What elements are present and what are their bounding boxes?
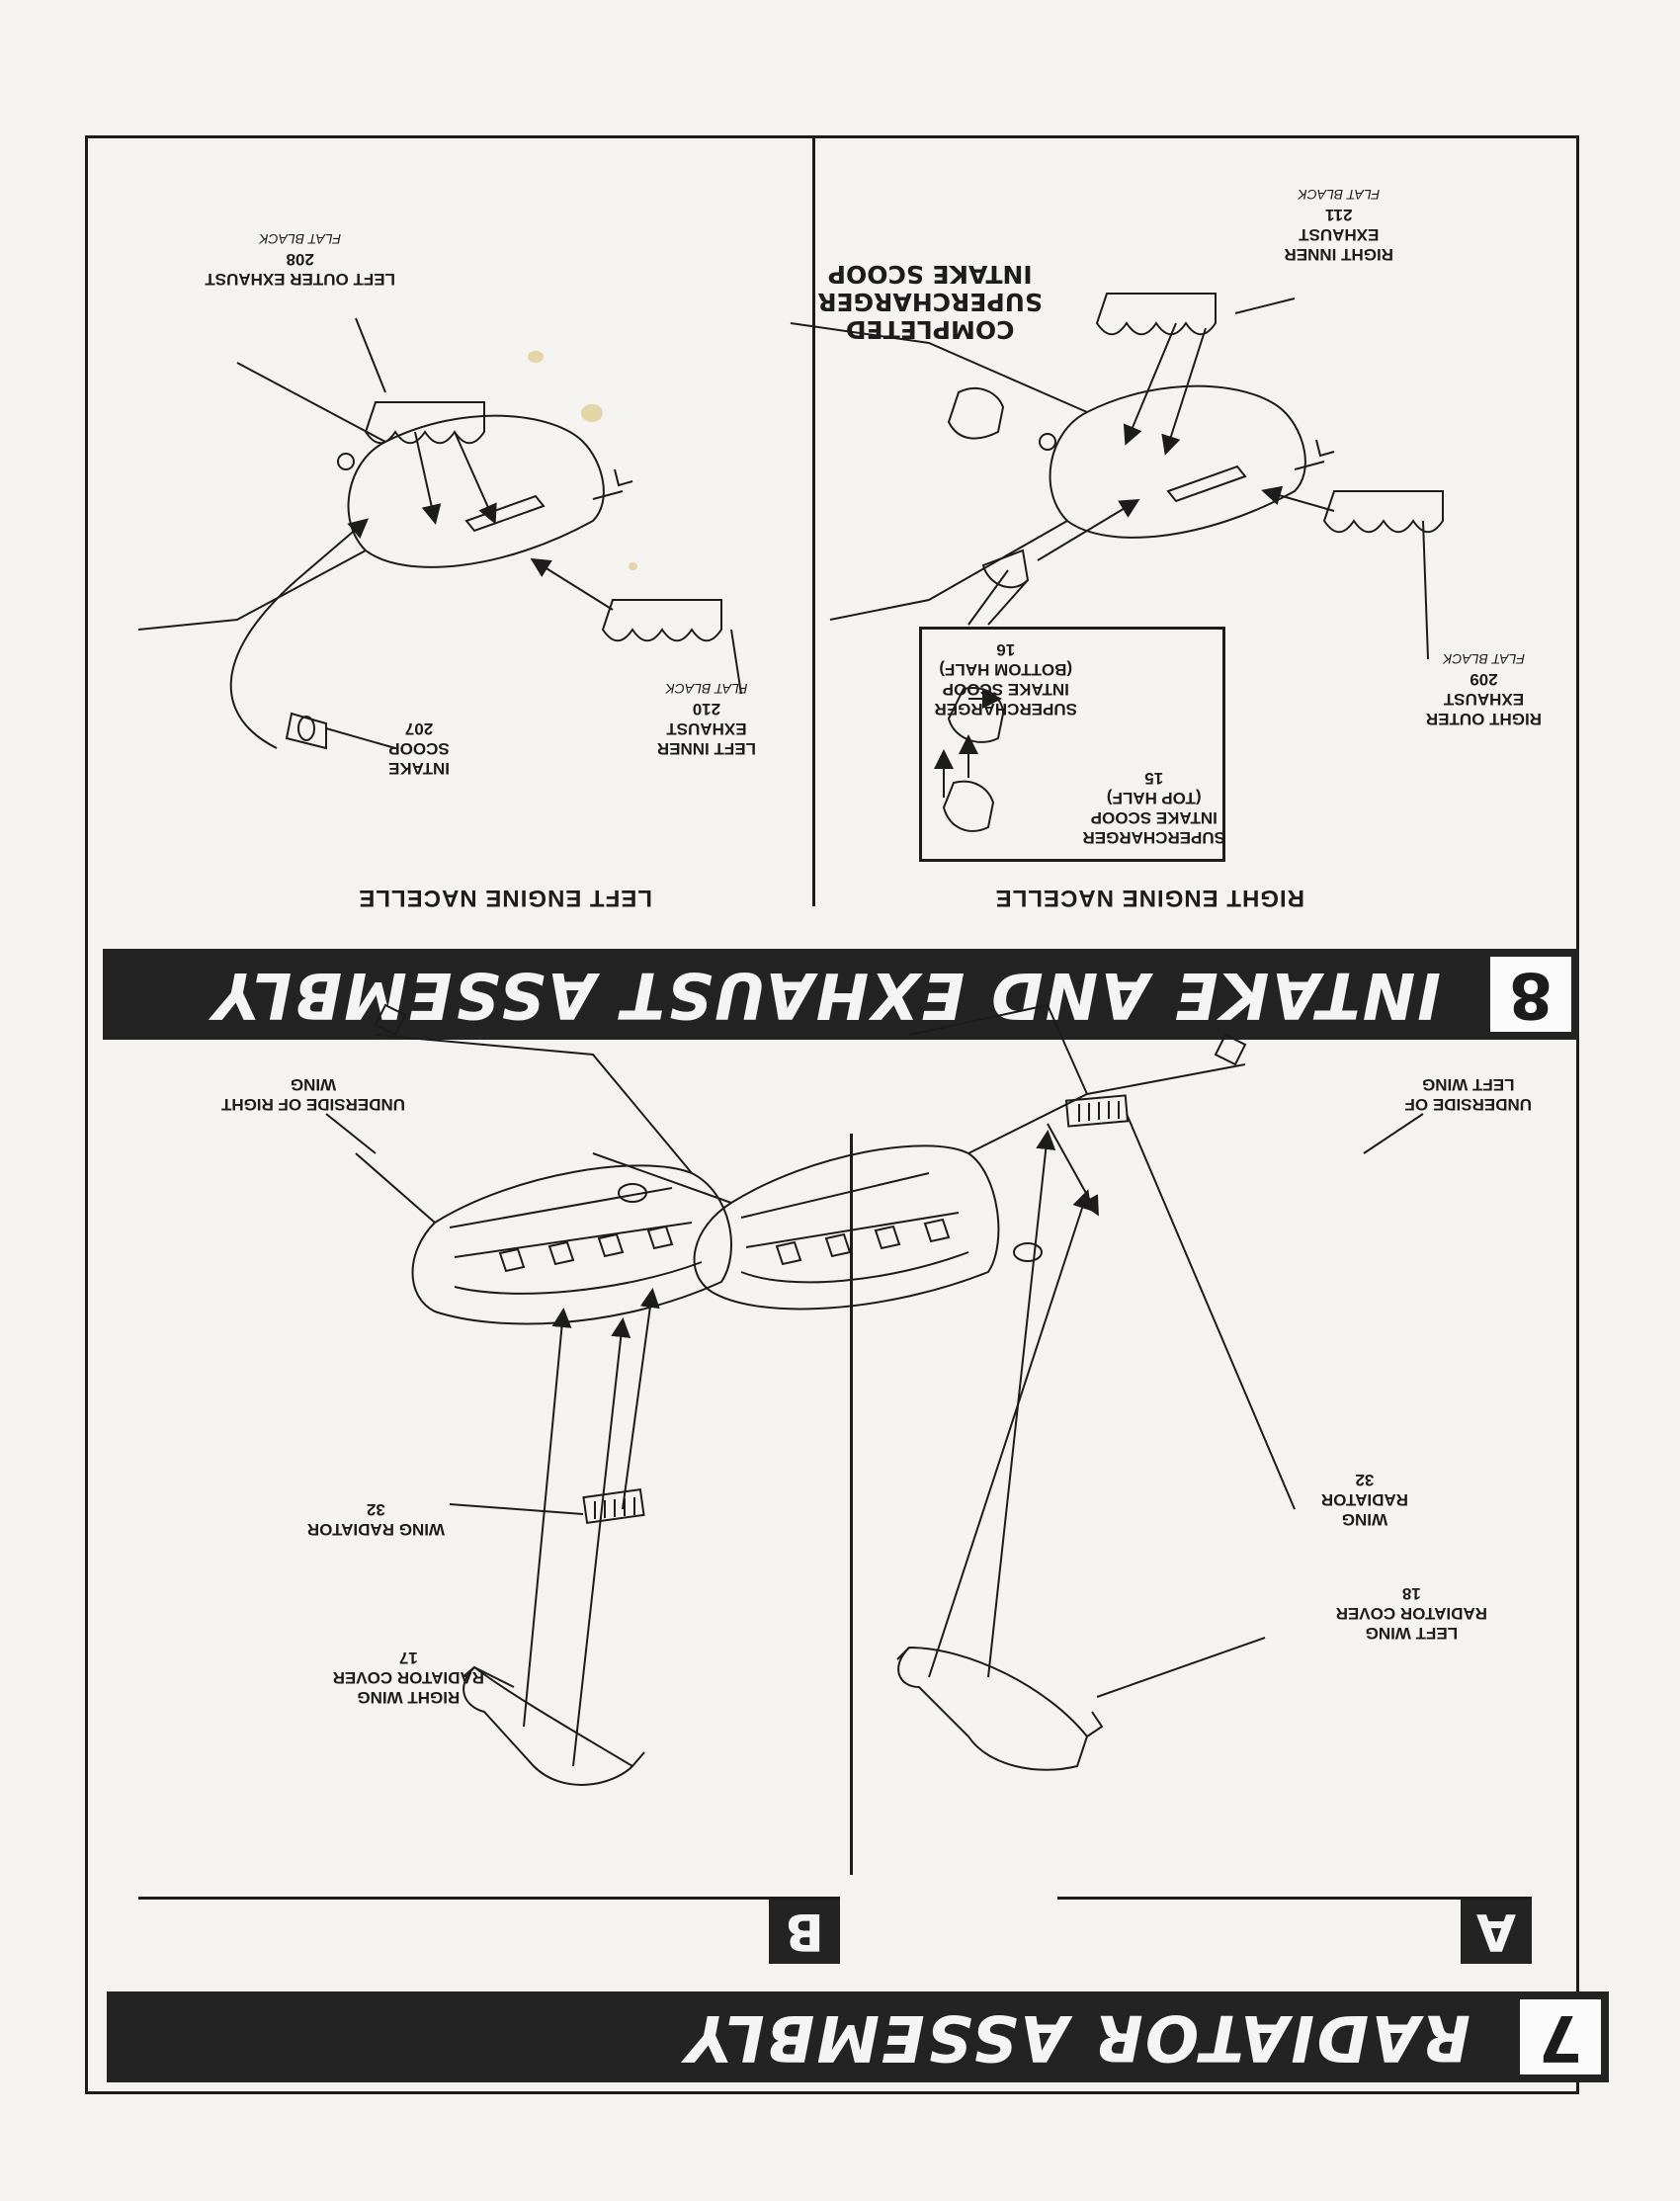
- left-engine-nacelle-drawing: [137, 362, 633, 631]
- outer-exhaust-arrow-r: [1261, 485, 1335, 512]
- left-wing-radiator-32: [1064, 1094, 1130, 1128]
- left-wing-nacelle-drawing: [592, 1003, 1247, 1311]
- radiator-arrow: [1047, 1123, 1099, 1217]
- left-intake-scoop-207: [285, 712, 327, 750]
- leader-right-outer: [1422, 520, 1429, 660]
- leader-left-underside: [1363, 1113, 1424, 1154]
- supercharger-scoop-halves: [942, 687, 1005, 832]
- leader-left-outer: [355, 317, 386, 393]
- leader-right-inner: [1234, 297, 1296, 314]
- leader-right-radiator: [449, 1503, 584, 1515]
- leader-left-inner: [730, 629, 742, 695]
- radiator-cover-arrow-2: [928, 1189, 1092, 1678]
- right-radiator-cover-17: [462, 1665, 645, 1786]
- scoop-arrow-r: [1037, 498, 1140, 561]
- inner-exhaust-arrow-r2: [1123, 322, 1177, 446]
- inset-pointer: [967, 569, 1029, 626]
- radiator-cover-arrow-b1: [572, 1317, 631, 1767]
- leader-right-underside: [325, 1113, 377, 1154]
- leader-left-cover: [1096, 1637, 1266, 1698]
- right-wing-nacelle-drawing: [355, 1003, 732, 1325]
- outer-exhaust-arrow-l2: [414, 431, 442, 525]
- intake-scoop-wire: [229, 518, 370, 749]
- supercharger-scoop-completed: [947, 387, 1030, 589]
- leader-intake-scoop: [325, 727, 396, 749]
- leader-right-cover: [473, 1666, 515, 1688]
- radiator-arrow-b: [622, 1288, 660, 1510]
- left-radiator-cover-18: [896, 1646, 1104, 1771]
- radiator-cover-arrow-b2: [523, 1308, 572, 1728]
- inner-exhaust-arrow-r1: [1161, 327, 1207, 456]
- outer-exhaust-arrow-l1: [454, 431, 497, 525]
- left-inner-exhaust-210: [601, 599, 722, 642]
- inner-exhaust-arrow-l: [530, 557, 614, 611]
- right-outer-exhaust-209: [1322, 490, 1444, 534]
- leader-left-radiator: [1126, 1113, 1296, 1510]
- right-engine-nacelle-drawing: [790, 322, 1335, 621]
- right-inner-exhaust-211: [1095, 293, 1217, 336]
- left-outer-exhaust-208: [364, 401, 485, 445]
- right-wing-radiator-32: [582, 1487, 645, 1525]
